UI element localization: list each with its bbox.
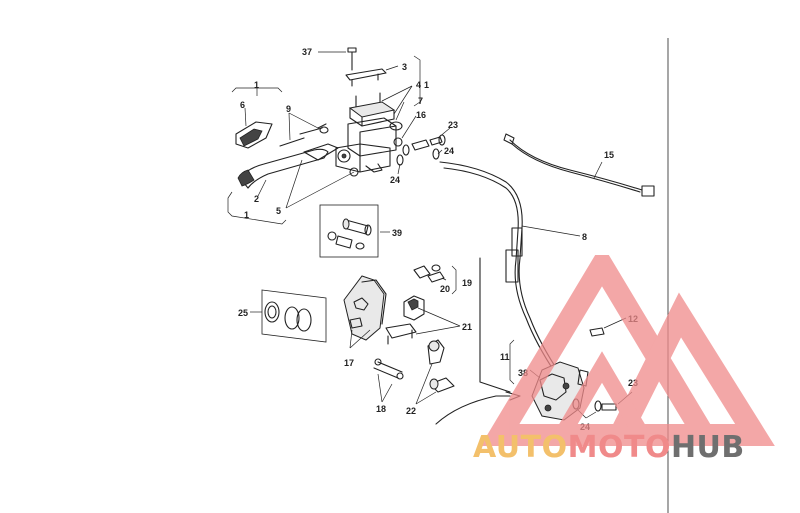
pad-retainers [385, 295, 461, 345]
callout-38: 38 [518, 368, 528, 378]
callout-19: 19 [462, 278, 472, 288]
watermark-logo-icon [480, 255, 775, 446]
callout-24-a: 24 [444, 146, 454, 156]
seal-kit-box [250, 289, 327, 343]
callout-11: 11 [500, 352, 510, 362]
callout-1-left-top: 1 [254, 80, 259, 90]
callout-24-b: 24 [390, 175, 400, 185]
pad-pins [373, 358, 404, 403]
callout-39: 39 [392, 228, 402, 238]
callout-3: 3 [402, 62, 407, 72]
callout-4: 4 [416, 80, 421, 90]
pad-spring-group [413, 264, 457, 295]
callout-1-top: 1 [424, 80, 429, 90]
callout-5: 5 [276, 206, 281, 216]
callout-23-top: 23 [448, 120, 458, 130]
watermark-text: AUTOMOTOHUB [473, 430, 745, 465]
watermark-text-hub: HUB [670, 430, 745, 465]
callout-15: 15 [604, 150, 614, 160]
callout-2: 2 [254, 194, 259, 204]
callout-25: 25 [238, 308, 248, 318]
callout-16: 16 [416, 110, 426, 120]
brake-pads [343, 275, 387, 349]
piston-kit-box [319, 204, 390, 258]
sensor-cable [503, 133, 655, 197]
callout-21: 21 [462, 322, 472, 332]
callout-22: 22 [406, 406, 416, 416]
brake-hose [439, 161, 581, 375]
watermark-text-auto: AUTO [473, 430, 568, 465]
watermark-triangles [480, 255, 775, 446]
callout-20: 20 [440, 284, 450, 294]
callout-18: 18 [376, 404, 386, 414]
callout-1-left-bottom: 1 [244, 210, 249, 220]
callout-6: 6 [240, 100, 245, 110]
master-cylinder-group [318, 47, 451, 175]
callout-9: 9 [286, 104, 291, 114]
callout-37: 37 [302, 47, 312, 57]
callout-17: 17 [344, 358, 354, 368]
callout-7: 7 [418, 96, 423, 106]
pin-boots [415, 339, 455, 405]
watermark-text-moto: MOTO [567, 430, 671, 465]
callout-23-bottom: 23 [628, 378, 638, 388]
brake-lever-group [227, 87, 359, 225]
callout-8: 8 [582, 232, 587, 242]
